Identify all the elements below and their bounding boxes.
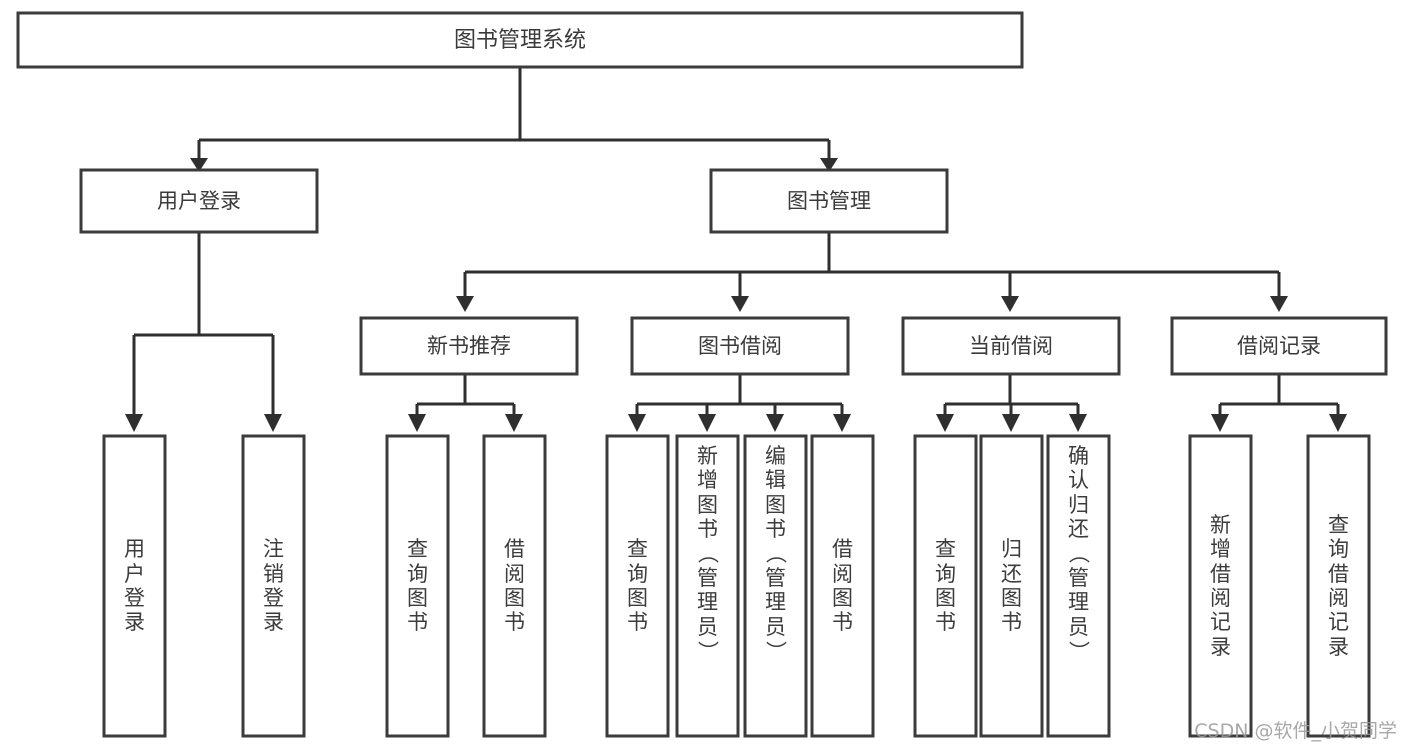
arrowhead-record-leaf1	[1211, 414, 1229, 432]
root-label: 图书管理系统	[454, 28, 586, 53]
arrowhead-userlogin-leaf2	[264, 414, 282, 432]
borrow-record-box[interactable]	[1170, 316, 1388, 376]
node-new-book-recommend[interactable]: 新书推荐	[359, 316, 579, 376]
leaf-box-borrow-book-1[interactable]	[482, 434, 547, 738]
leaf-box-query-book-2[interactable]	[605, 434, 670, 738]
book-management-label: 图书管理	[787, 189, 871, 213]
edge-group-book-mgmt	[456, 232, 1288, 312]
edge-group-current	[936, 374, 1087, 432]
arrowhead-borrow-leaf2	[698, 414, 716, 432]
arrowhead-to-borrow	[731, 296, 749, 312]
leaf-box-query-book-1[interactable]	[385, 434, 450, 738]
user-login-label: 用户登录	[157, 189, 241, 213]
leaf-box-query-borrow-record[interactable]	[1306, 434, 1371, 738]
arrowhead-to-newbook	[456, 296, 474, 312]
arrowhead-record-leaf2	[1329, 414, 1347, 432]
book-borrow-label: 图书借阅	[698, 334, 782, 358]
leaf-box-add-book-admin[interactable]	[675, 434, 740, 738]
node-book-management[interactable]: 图书管理	[709, 168, 949, 234]
leaf-box-edit-book-admin[interactable]	[743, 434, 808, 738]
edge-group-root	[190, 67, 838, 172]
edge-group-newbook	[408, 374, 523, 432]
book-borrow-box[interactable]	[630, 316, 850, 376]
arrowhead-borrow-leaf1	[628, 414, 646, 432]
leaf-box-borrow-book-2[interactable]	[810, 434, 875, 738]
current-borrow-label: 当前借阅	[969, 334, 1053, 358]
edge-group-user-login	[125, 232, 282, 432]
user-login-box[interactable]	[79, 168, 319, 234]
arrowhead-borrow-leaf3	[766, 414, 784, 432]
arrowhead-current-leaf3	[1069, 414, 1087, 432]
new-book-recommend-box[interactable]	[359, 316, 579, 376]
leaf-box-add-borrow-record[interactable]	[1188, 434, 1253, 738]
leaf-boxes	[102, 434, 1371, 738]
arrowhead-current-leaf1	[936, 414, 954, 432]
arrowhead-root-to-user-login	[190, 158, 208, 172]
leaf-box-user-login[interactable]	[102, 434, 167, 738]
root-box[interactable]	[16, 11, 1024, 69]
node-user-login[interactable]: 用户登录	[79, 168, 319, 234]
arrowhead-newbook-leaf1	[408, 414, 426, 432]
arrowhead-to-record	[1270, 296, 1288, 312]
arrowhead-root-to-book-mgmt	[820, 158, 838, 172]
edge-group-borrow	[628, 374, 851, 432]
new-book-recommend-label: 新书推荐	[427, 334, 511, 358]
node-root[interactable]: 图书管理系统	[16, 11, 1024, 69]
arrowhead-newbook-leaf2	[505, 414, 523, 432]
leaf-box-logout[interactable]	[241, 434, 306, 738]
node-borrow-record[interactable]: 借阅记录	[1170, 316, 1388, 376]
arrowhead-userlogin-leaf1	[125, 414, 143, 432]
current-borrow-box[interactable]	[901, 316, 1121, 376]
node-current-borrow[interactable]: 当前借阅	[901, 316, 1121, 376]
arrowhead-current-leaf2	[1002, 414, 1020, 432]
book-management-box[interactable]	[709, 168, 949, 234]
borrow-record-label: 借阅记录	[1237, 334, 1321, 358]
leaf-box-query-book-3[interactable]	[913, 434, 978, 738]
edge-group-record	[1211, 374, 1347, 432]
leaf-box-return-book[interactable]	[979, 434, 1044, 738]
arrowhead-to-current	[1001, 296, 1019, 312]
arrowhead-borrow-leaf4	[833, 414, 851, 432]
leaf-box-confirm-return-admin[interactable]	[1046, 434, 1111, 738]
node-book-borrow[interactable]: 图书借阅	[630, 316, 850, 376]
